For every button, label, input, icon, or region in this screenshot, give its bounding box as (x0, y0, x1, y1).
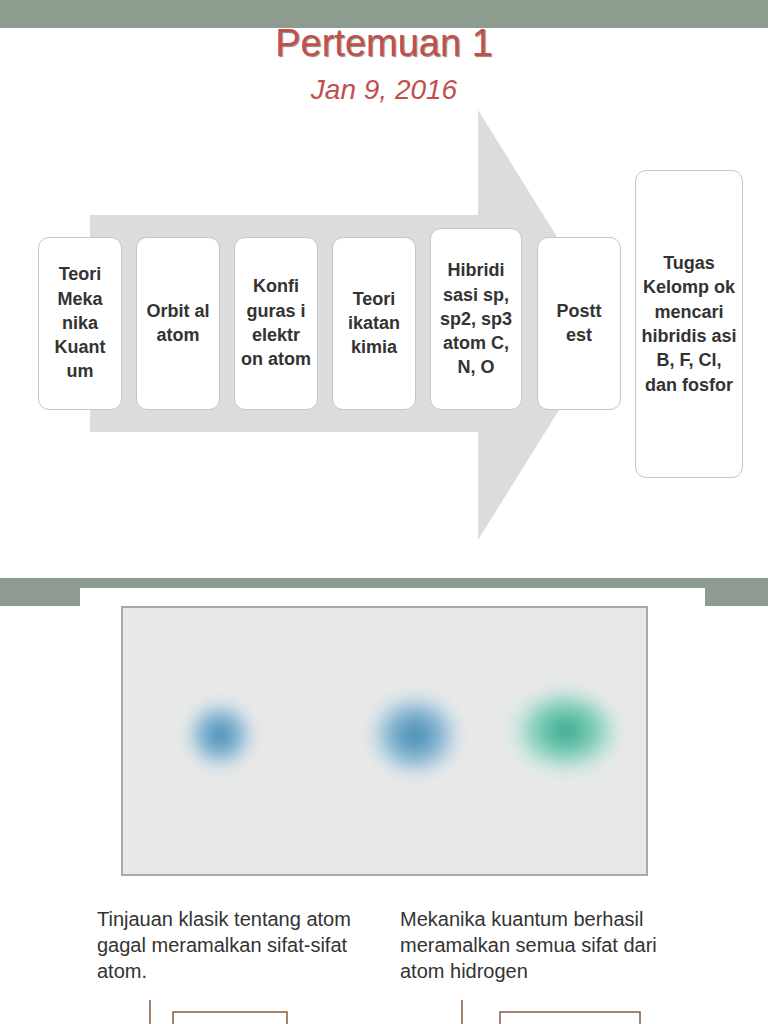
slide-panel (80, 588, 705, 1024)
leader-line (149, 1000, 151, 1024)
atom-cloud (184, 699, 256, 771)
process-box: Hibridi sasi sp, sp2, sp3 atom C, N, O (430, 228, 522, 410)
atom-cloud (502, 689, 618, 781)
box-text: Orbit al atom (141, 299, 215, 348)
process-box: Teori Meka nika Kuant um (38, 237, 122, 410)
slide-date: Jan 9, 2016 (0, 74, 768, 106)
callout-box (500, 1012, 640, 1024)
callout-box (173, 1012, 287, 1024)
atom-cloud (367, 691, 463, 779)
box-text: Teori ikatan kimia (337, 287, 411, 360)
process-box: Postt est (537, 237, 621, 410)
process-box: Orbit al atom (136, 237, 220, 410)
slide-title: Pertemuan 1 (0, 22, 768, 65)
box-text: Postt est (542, 299, 616, 348)
box-text: Teori Meka nika Kuant um (43, 262, 117, 383)
note-text: Tinjauan klasik tentang atom gagal meram… (97, 906, 387, 984)
note-text: Mekanika kuantum berhasil meramalkan sem… (400, 906, 690, 984)
process-arrow (90, 110, 612, 540)
process-box: Teori ikatan kimia (332, 237, 416, 410)
orbital-illustration (122, 607, 647, 875)
process-box: Konfi guras i elektr on atom (234, 237, 318, 410)
leader-line (461, 1000, 463, 1024)
box-text: Konfi guras i elektr on atom (239, 274, 313, 371)
box-text: Hibridi sasi sp, sp2, sp3 atom C, N, O (435, 258, 517, 379)
box-text: Tugas Kelomp ok mencari hibridis asi B, … (640, 251, 738, 397)
task-box: Tugas Kelomp ok mencari hibridis asi B, … (635, 170, 743, 478)
